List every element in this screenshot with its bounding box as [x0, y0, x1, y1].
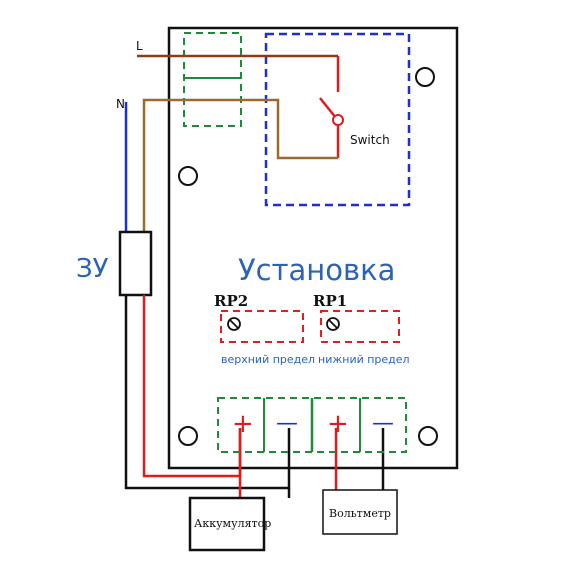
rp2-screw-icon[interactable]: [227, 317, 241, 331]
switch-label: Switch: [350, 133, 390, 147]
charger-black-wire: [124, 295, 291, 490]
charger-red-wire: [142, 295, 242, 478]
rp2-caption: верхний предел: [221, 353, 315, 366]
line-n-label: N: [116, 97, 125, 111]
mounting-hole-top-right: [415, 67, 435, 87]
controller-board: [167, 26, 459, 470]
rp1-label: RP1: [313, 292, 347, 310]
charger-box: [118, 230, 153, 297]
mounting-hole-bottom-left: [178, 426, 198, 446]
terminal-minus-2: —: [372, 411, 394, 436]
terminal-minus-1: —: [276, 411, 298, 436]
battery-label: Аккумулятор: [194, 517, 271, 530]
rp1-caption: нижний предел: [318, 353, 410, 366]
rp2-label: RP2: [214, 292, 248, 310]
board-title: Установка: [238, 253, 395, 287]
mounting-hole-left-mid: [178, 166, 198, 186]
rp1-adjust-area: [320, 310, 400, 343]
voltmeter-label: Вольтметр: [329, 507, 391, 520]
battery-box: [188, 496, 266, 552]
voltmeter-box: [322, 489, 398, 535]
line-l-label: L: [136, 39, 143, 53]
charger-label: ЗУ: [76, 254, 109, 284]
switch-blade: [319, 97, 337, 119]
switch-contact: [332, 114, 344, 126]
terminal-plus-2: +: [327, 409, 349, 439]
terminal-plus-1: +: [232, 409, 254, 439]
mounting-hole-bottom-right: [418, 426, 438, 446]
switch-area: [264, 32, 411, 207]
rp2-adjust-area: [220, 310, 304, 343]
rp1-screw-icon[interactable]: [326, 317, 340, 331]
input-terminal-block: [183, 32, 242, 127]
brown-wire: [142, 98, 338, 232]
